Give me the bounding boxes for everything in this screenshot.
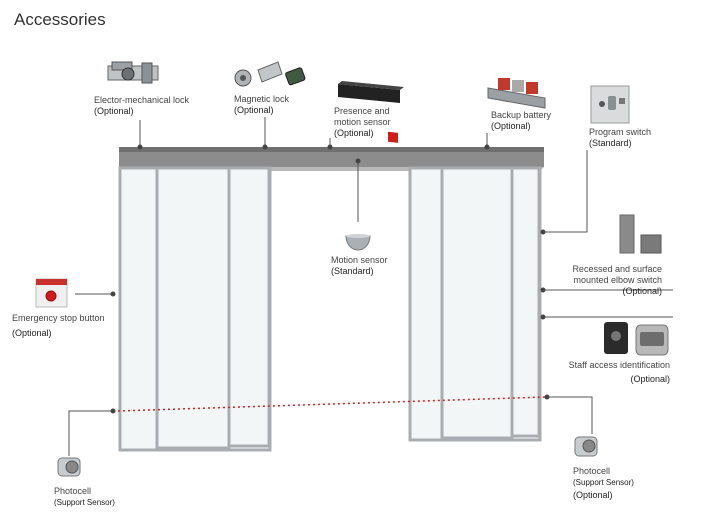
elbow-switch-icon: [619, 214, 662, 254]
elbow-switch-label: Recessed and surface mounted elbow switc…: [572, 264, 662, 296]
photocell-beam: [117, 396, 546, 412]
presence-sensor-icon: [338, 81, 404, 143]
photocell-right-label: Photocell (Support Sensor) (Optional): [573, 466, 634, 500]
photocell-icon: [574, 436, 598, 457]
program-switch-icon: [590, 85, 630, 124]
staff-access-reader-icon: [604, 322, 669, 356]
photocell-left-label: Photocell (Support Sensor): [54, 486, 115, 507]
presence-sensor-label: Presence and motion sensor (Optional): [334, 106, 391, 138]
electromechanical-lock-label: Elector-mechanical lock (Optional): [94, 95, 190, 116]
right-sliding-door: [408, 166, 542, 442]
page-title: Accessories: [14, 10, 106, 29]
left-sliding-door: [118, 166, 272, 452]
leader-lines: [68, 117, 673, 456]
backup-battery-icon: [487, 78, 546, 109]
staff-access-label: Staff access identification (Optional): [568, 360, 670, 384]
magnetic-lock-label: Magnetic lock (Optional): [234, 94, 290, 115]
emergency-stop-label: Emergency stop button (Optional): [12, 313, 105, 338]
emergency-stop-icon: [35, 278, 68, 308]
photocell-icon: [57, 457, 81, 477]
backup-battery-label: Backup battery (Optional): [491, 110, 552, 131]
magnetic-lock-icon: [234, 61, 306, 87]
motion-sensor-icon: [345, 234, 371, 251]
program-switch-label: Program switch (Standard): [589, 127, 652, 148]
electromechanical-lock-icon: [107, 61, 159, 84]
motion-sensor-label: Motion sensor (Standard): [331, 255, 388, 276]
